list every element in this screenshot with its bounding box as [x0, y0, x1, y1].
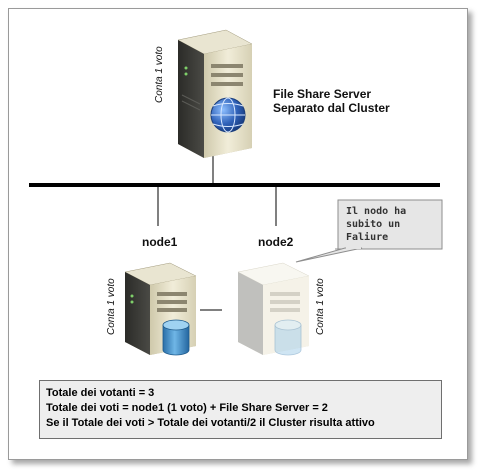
callout-line3: Faliure [346, 232, 389, 243]
callout-line1: Il nodo ha [346, 206, 407, 217]
summary-line2: Totale dei voti = node1 (1 voto) + File … [46, 402, 328, 414]
fss-vote-label: Conta 1 voto [154, 46, 165, 103]
node1-disk-icon [162, 319, 190, 356]
node2-disk-icon [274, 319, 302, 356]
quorum-summary-box: Totale dei votanti = 3 Totale dei voti =… [39, 380, 442, 439]
node2-label: node2 [258, 235, 294, 249]
summary-line1: Totale dei votanti = 3 [46, 387, 155, 399]
callout-line2: subito un [346, 219, 401, 230]
fss-label-line2: Separato dal Cluster [273, 101, 390, 115]
summary-line3: Se il Totale dei voti > Totale dei votan… [46, 417, 375, 429]
file-share-server-icon [177, 29, 253, 158]
node1-vote-label: Conta 1 voto [106, 278, 117, 335]
node1-label: node1 [142, 235, 178, 249]
node2-vote-label: Conta 1 voto [315, 278, 326, 335]
failure-callout-text: Il nodo ha subito un Faliure [346, 205, 436, 244]
failure-callout [295, 199, 443, 263]
globe-icon [210, 97, 246, 133]
fss-label-line1: File Share Server [273, 87, 372, 101]
